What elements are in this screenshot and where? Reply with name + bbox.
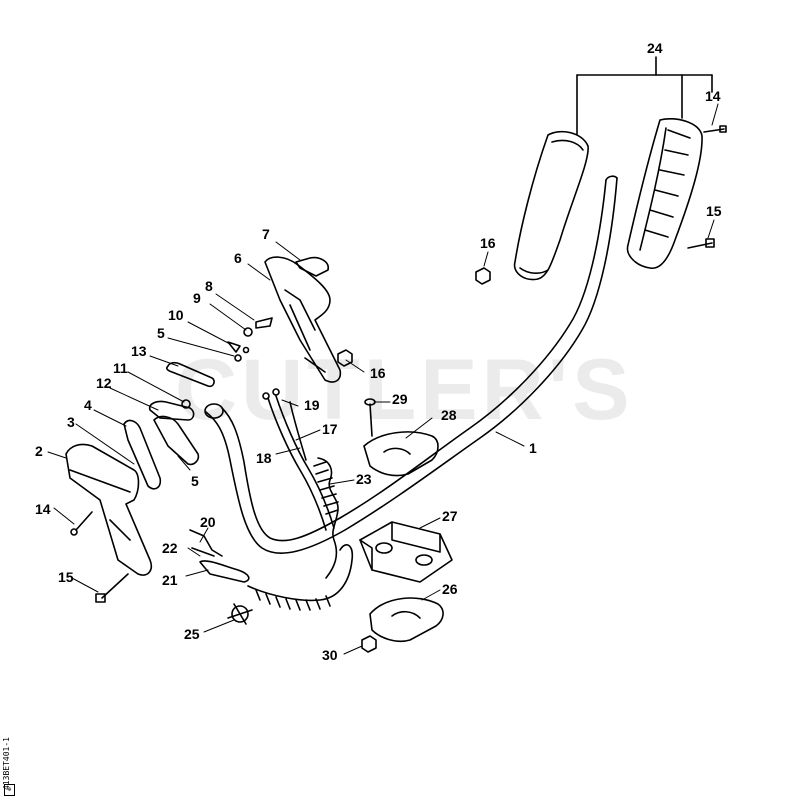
coiled-cable <box>247 544 354 611</box>
wire-harness <box>262 388 335 531</box>
label-part-16-mid: 16 <box>370 365 386 381</box>
label-part-10: 10 <box>168 307 184 323</box>
screw-29 <box>364 398 376 437</box>
clamp-28 <box>363 431 439 477</box>
label-part-18: 18 <box>256 450 272 466</box>
label-part-30: 30 <box>322 647 338 663</box>
label-part-29: 29 <box>392 391 408 407</box>
clamp-block-27 <box>359 521 453 583</box>
trigger-4 <box>123 419 162 490</box>
switch-12 <box>148 399 195 421</box>
screw-left-15 <box>95 573 129 603</box>
handle-housing-2 <box>65 443 153 576</box>
handlebar-tube <box>204 175 618 554</box>
spiral-tube-23 <box>313 457 339 579</box>
label-part-24: 24 <box>647 40 663 56</box>
label-part-1: 1 <box>529 440 537 456</box>
label-part-22: 22 <box>162 540 178 556</box>
label-part-16-top: 16 <box>480 235 496 251</box>
label-part-5-upper: 5 <box>157 325 165 341</box>
label-part-27: 27 <box>442 508 458 524</box>
label-part-12: 12 <box>96 375 112 391</box>
label-part-14-right: 14 <box>705 88 721 104</box>
label-part-14-left: 14 <box>35 501 51 517</box>
label-part-3: 3 <box>67 414 75 430</box>
label-part-15-right: 15 <box>706 203 722 219</box>
label-part-4: 4 <box>84 397 92 413</box>
clamp-26 <box>369 597 444 643</box>
label-part-9: 9 <box>193 290 201 306</box>
clamp-25 <box>227 603 253 625</box>
screw-right-14 <box>703 125 727 133</box>
nut-30 <box>361 635 377 653</box>
label-part-17: 17 <box>322 421 338 437</box>
handle-grip <box>626 118 703 269</box>
label-part-6: 6 <box>234 250 242 266</box>
part-5-lower <box>153 415 200 466</box>
slider-13 <box>166 361 215 388</box>
grip-sleeve <box>513 130 589 281</box>
label-part-13: 13 <box>131 343 147 359</box>
label-part-8: 8 <box>205 278 213 294</box>
label-part-19: 19 <box>304 397 320 413</box>
label-part-28: 28 <box>441 407 457 423</box>
small-parts-left <box>227 317 273 362</box>
label-part-25: 25 <box>184 626 200 642</box>
label-part-23: 23 <box>356 471 372 487</box>
screw-right-15 <box>687 238 715 249</box>
label-part-26: 26 <box>442 581 458 597</box>
small-parts-20-22 <box>189 529 250 583</box>
label-part-15-left: 15 <box>58 569 74 585</box>
watermark-text: CUTLER'S <box>175 342 634 438</box>
label-part-5-lower: 5 <box>191 473 199 489</box>
throttle-housing <box>264 256 342 383</box>
nut-16-top <box>475 267 491 285</box>
label-part-2: 2 <box>35 443 43 459</box>
screw-left-14 <box>70 511 93 536</box>
lever-7 <box>295 256 330 277</box>
nut-16-mid <box>337 349 353 367</box>
label-part-20: 20 <box>200 514 216 530</box>
label-part-11: 11 <box>113 360 128 376</box>
corner-mark: ⊕ <box>4 784 15 796</box>
label-part-7: 7 <box>262 226 270 242</box>
drawing-code: 413BET401-1 <box>2 737 11 790</box>
bracket-24 <box>576 56 713 136</box>
leader-lines <box>47 103 719 655</box>
label-part-21: 21 <box>162 572 178 588</box>
